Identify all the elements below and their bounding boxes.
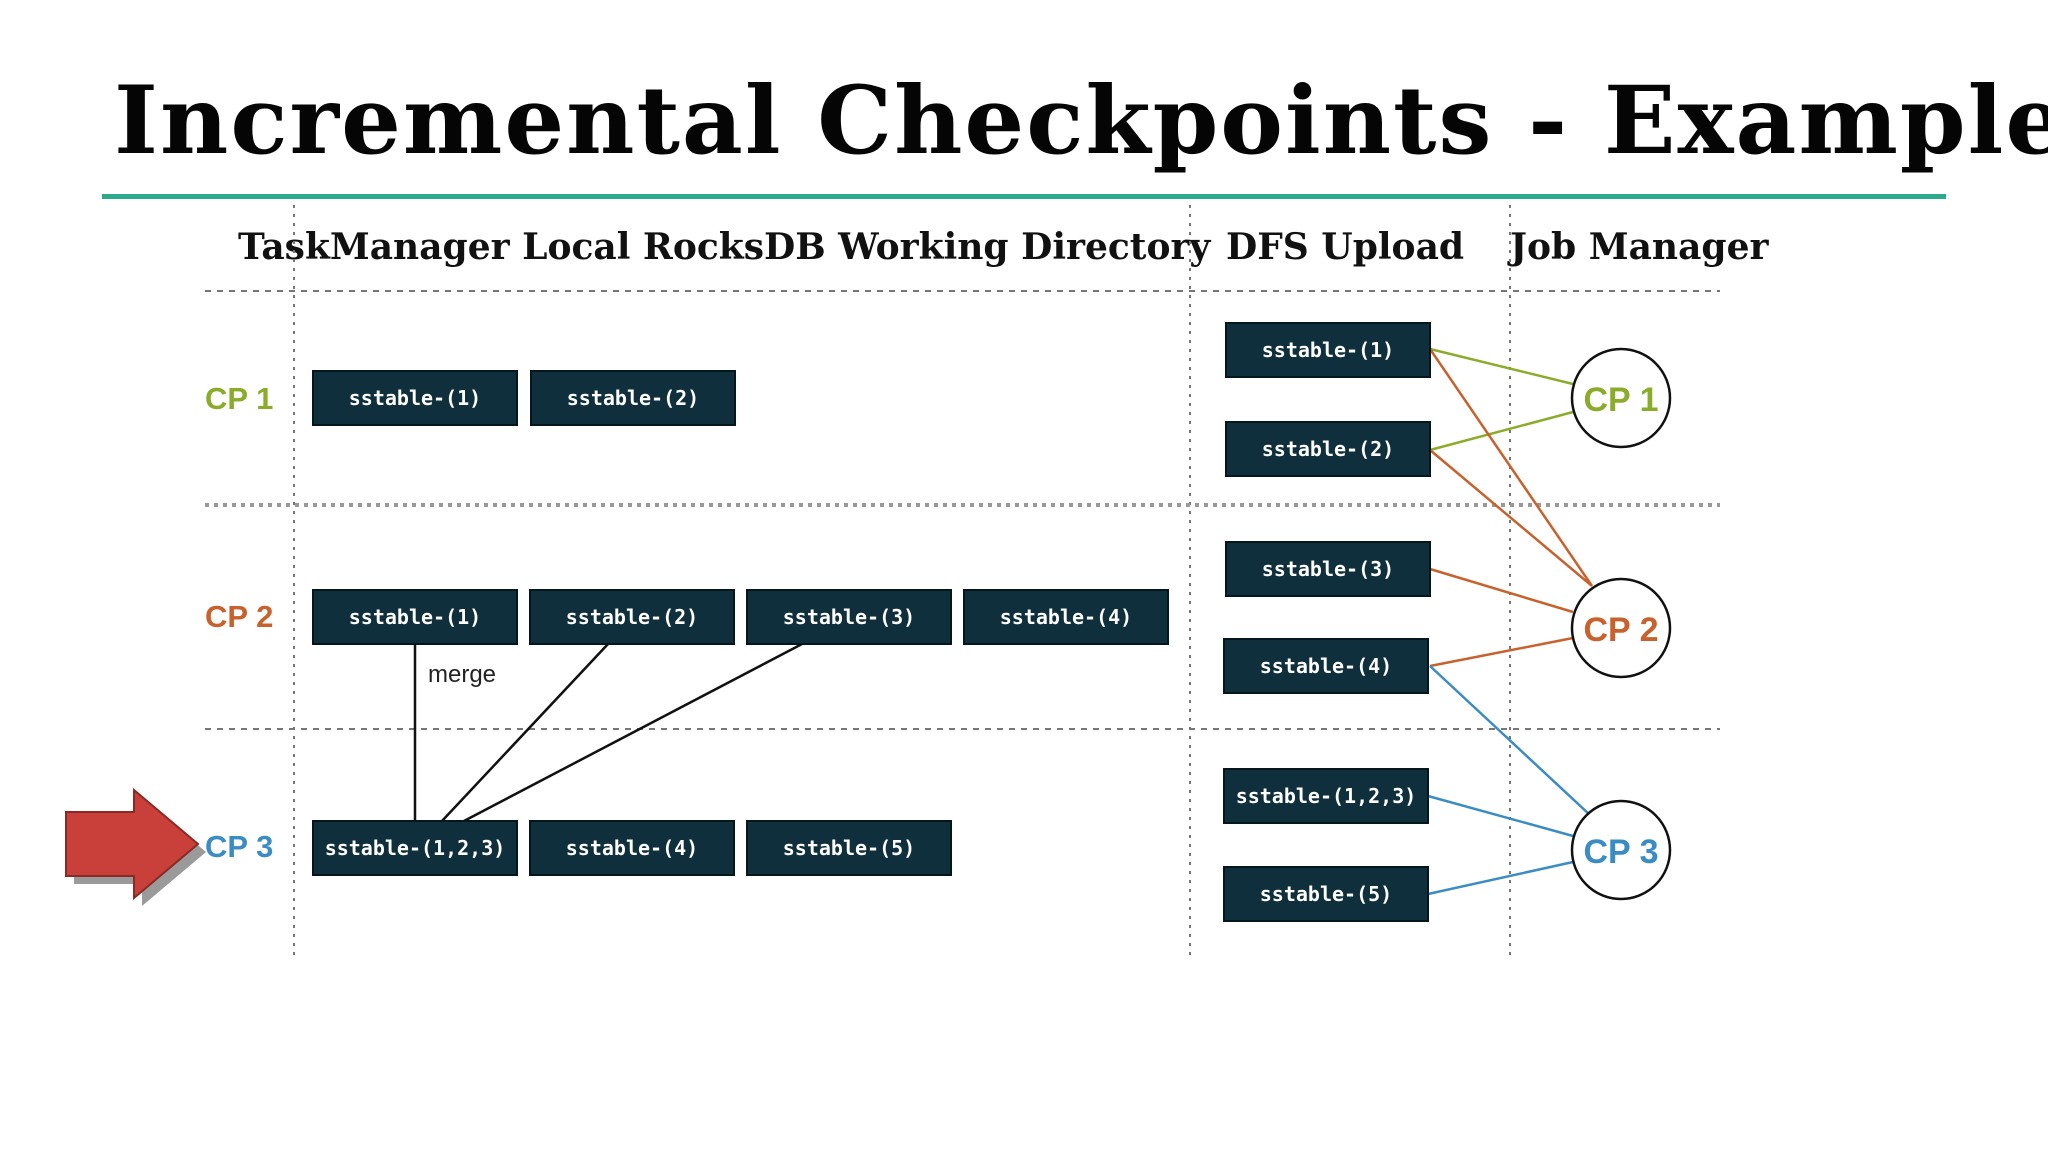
dfs-sstable-box: sstable-(2) bbox=[1225, 421, 1431, 477]
merge-line bbox=[441, 643, 609, 822]
sstable-box: sstable-(3) bbox=[746, 589, 952, 645]
link-cp3 bbox=[1427, 794, 1574, 838]
sstable-box: sstable-(2) bbox=[529, 589, 735, 645]
sstable-box: sstable-(2) bbox=[530, 370, 736, 426]
svg-text:sstable-(4): sstable-(4) bbox=[1260, 654, 1392, 678]
svg-text:sstable-(1,2,3): sstable-(1,2,3) bbox=[1236, 784, 1417, 808]
sstable-box: sstable-(1) bbox=[312, 589, 518, 645]
jm-checkpoint-circle: CP 1 bbox=[1570, 347, 1672, 449]
dfs-sstable-box: sstable-(3) bbox=[1225, 541, 1431, 597]
jm-checkpoint-circle: CP 3 bbox=[1570, 799, 1672, 901]
svg-text:CP 2: CP 2 bbox=[1584, 611, 1659, 649]
header-local-rocksdb: TaskManager Local RocksDB Working Direct… bbox=[238, 226, 1211, 268]
jm-checkpoint-circle: CP 2 bbox=[1570, 577, 1672, 679]
link-cp2 bbox=[1429, 567, 1574, 614]
svg-text:sstable-(5): sstable-(5) bbox=[783, 836, 915, 860]
cp3-row-label: CP 3 bbox=[205, 829, 273, 864]
header-job-manager: Job Manager bbox=[1510, 226, 1769, 268]
svg-text:sstable-(1): sstable-(1) bbox=[349, 386, 481, 410]
sstable-box: sstable-(1) bbox=[312, 370, 518, 426]
link-cp1 bbox=[1429, 347, 1574, 386]
dfs-sstable-box: sstable-(4) bbox=[1223, 638, 1429, 694]
svg-text:sstable-(3): sstable-(3) bbox=[1262, 557, 1394, 581]
dfs-sstable-box: sstable-(1,2,3) bbox=[1223, 768, 1429, 824]
svg-text:sstable-(4): sstable-(4) bbox=[566, 836, 698, 860]
sstable-box: sstable-(5) bbox=[746, 820, 952, 876]
cp2-row-label: CP 2 bbox=[205, 599, 273, 634]
slide-title: Incremental Checkpoints - Example bbox=[114, 66, 2048, 176]
svg-text:sstable-(1,2,3): sstable-(1,2,3) bbox=[325, 836, 506, 860]
link-cp2 bbox=[1429, 636, 1574, 668]
sstable-box: sstable-(1,2,3) bbox=[312, 820, 518, 876]
link-cp2 bbox=[1429, 449, 1593, 587]
dfs-sstable-box: sstable-(5) bbox=[1223, 866, 1429, 922]
svg-text:sstable-(2): sstable-(2) bbox=[1262, 437, 1394, 461]
link-cp2 bbox=[1428, 348, 1594, 587]
dfs-sstable-box: sstable-(1) bbox=[1225, 322, 1431, 378]
svg-text:CP 1: CP 1 bbox=[1584, 381, 1659, 419]
svg-text:sstable-(3): sstable-(3) bbox=[783, 605, 915, 629]
header-dfs-upload: DFS Upload bbox=[1226, 226, 1465, 268]
svg-text:sstable-(2): sstable-(2) bbox=[566, 605, 698, 629]
right-arrow-icon bbox=[65, 787, 206, 906]
title-divider bbox=[102, 194, 1946, 199]
link-cp3 bbox=[1427, 860, 1574, 896]
svg-text:sstable-(4): sstable-(4) bbox=[1000, 605, 1132, 629]
svg-text:CP 3: CP 3 bbox=[1584, 833, 1659, 871]
link-cp3 bbox=[1429, 665, 1591, 816]
svg-text:sstable-(1): sstable-(1) bbox=[349, 605, 481, 629]
svg-text:sstable-(2): sstable-(2) bbox=[567, 386, 699, 410]
merge-line bbox=[463, 642, 803, 823]
sstable-box: sstable-(4) bbox=[529, 820, 735, 876]
merge-label: merge bbox=[428, 661, 496, 688]
svg-text:sstable-(5): sstable-(5) bbox=[1260, 882, 1392, 906]
svg-text:sstable-(1): sstable-(1) bbox=[1262, 338, 1394, 362]
sstable-box: sstable-(4) bbox=[963, 589, 1169, 645]
link-cp1 bbox=[1429, 410, 1574, 452]
cp1-row-label: CP 1 bbox=[205, 381, 273, 416]
